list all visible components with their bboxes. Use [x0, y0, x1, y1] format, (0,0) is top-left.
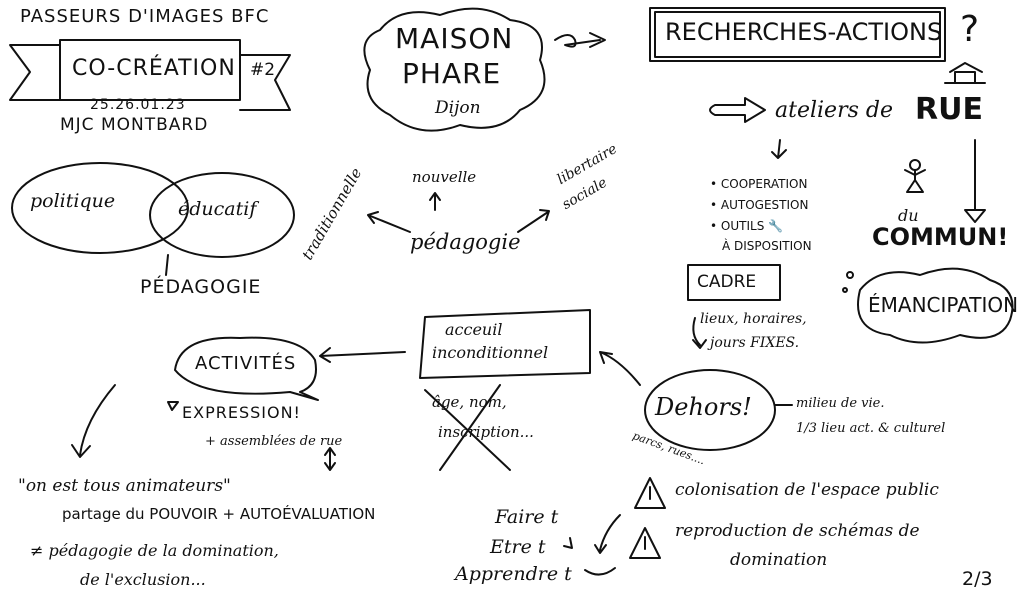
warning-reproduction: reproduction de schémas de [675, 521, 920, 541]
verb-faire: Faire t [495, 506, 559, 528]
bullet-disposition: À DISPOSITION [722, 239, 812, 253]
emancipation-label: ÉMANCIPATION [868, 293, 1019, 317]
maison-title: MAISON [395, 22, 514, 55]
warning-domination: domination [730, 550, 828, 570]
rue-label: RUE [915, 92, 983, 127]
venue: MJC MONTBARD [60, 115, 209, 135]
crossed-criteria-2: inscription... [438, 423, 534, 441]
question-mark: ? [960, 9, 980, 50]
du-label: du [898, 206, 919, 225]
bullet-outils: • OUTILS 🔧 [710, 219, 784, 233]
organizer-title: PASSEURS D'IMAGES BFC [20, 6, 270, 27]
phare-title: PHARE [402, 57, 502, 90]
pedagogie-nouvelle: nouvelle [412, 168, 477, 186]
city: Dijon [435, 98, 481, 118]
commun-label: COMMUN! [872, 223, 1009, 251]
wrench-icon: 🔧 [768, 219, 784, 233]
accueil-line2: inconditionnel [432, 343, 549, 362]
quote-animateurs: "on est tous animateurs" [18, 476, 231, 496]
not-exclusion: de l'exclusion... [80, 570, 206, 589]
verb-apprendre: Apprendre t [455, 563, 572, 585]
dehors-note2: 1/3 lieu act. & culturel [796, 421, 946, 436]
partage-pouvoir: partage du POUVOIR + AUTOÉVALUATION [62, 505, 376, 523]
dehors-title: Dehors! [655, 393, 752, 421]
accueil-line1: acceuil [445, 320, 503, 339]
crossed-criteria-1: âge, nom, [432, 393, 507, 411]
bullet-cooperation: • COOPERATION [710, 177, 808, 191]
assemblees-label: + assemblées de rue [205, 434, 343, 449]
cadre-title: CADRE [697, 272, 757, 292]
bullet-autogestion: • AUTOGESTION [710, 198, 809, 212]
ateliers-label: ateliers de [775, 98, 893, 123]
banner-title: CO-CRÉATION [72, 56, 236, 81]
activites-title: ACTIVITÉS [195, 353, 297, 374]
not-domination: ≠ pédagogie de la domination, [30, 541, 279, 560]
page-number: 2/3 [962, 568, 993, 590]
dehors-note1: milieu de vie. [796, 396, 885, 411]
venn-politique: politique [30, 190, 116, 212]
pedagogie-result: PÉDAGOGIE [140, 276, 262, 298]
cadre-line1: lieux, horaires, [700, 311, 807, 327]
expression-label: EXPRESSION! [182, 403, 301, 422]
recherches-title: RECHERCHES-ACTIONS [665, 18, 943, 46]
warning-colonisation: colonisation de l'espace public [675, 480, 939, 500]
pedagogie-center: pédagogie [410, 230, 521, 254]
cadre-line2: jours FIXES. [710, 335, 800, 351]
venn-educatif: éducatif [178, 198, 257, 220]
edition-number: #2 [250, 60, 276, 80]
event-dates: 25.26.01.23 [90, 97, 186, 113]
verb-etre: Etre t [490, 536, 546, 558]
